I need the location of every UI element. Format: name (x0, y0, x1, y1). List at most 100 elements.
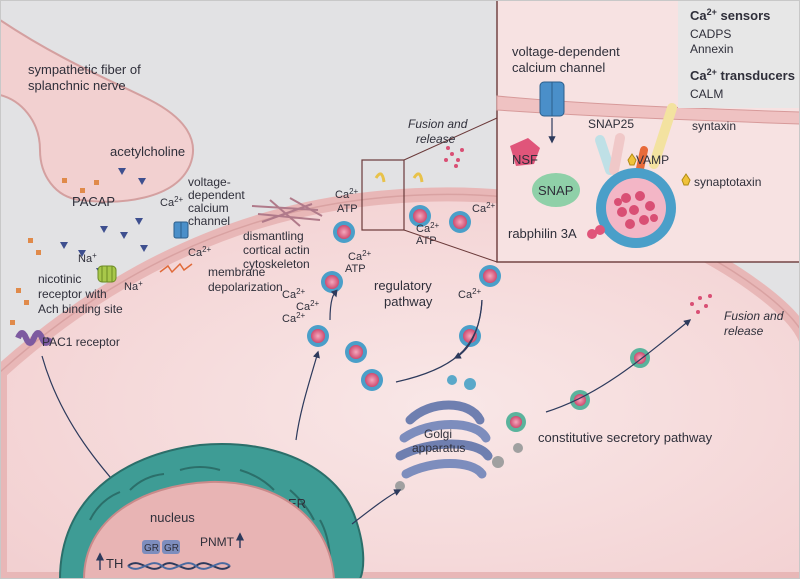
fusion-label-top-2: release (416, 132, 456, 146)
glucocorticoid-receptors (142, 540, 180, 554)
vesicle (409, 205, 431, 227)
legend-sensors-title: Ca2+ sensors (690, 7, 770, 23)
er-to-regulatory-arrow (295, 350, 320, 441)
legend-sensor-item: Annexin (690, 42, 733, 56)
snap-protein (532, 173, 580, 207)
pac1-label: PAC1 receptor (42, 335, 120, 349)
er-to-golgi-arrow (351, 489, 402, 525)
nsf-label: NSF (512, 152, 538, 167)
regulatory-vesicles (307, 205, 501, 391)
legend-sensor-item: CADPS (690, 27, 731, 41)
acetylcholine-label: acetylcholine (110, 144, 185, 159)
golgi-apparatus (395, 375, 523, 491)
vdcc-label-1: voltage- (188, 175, 231, 189)
magnify-line-bottom (403, 229, 498, 263)
golgi-label-1: Golgi (424, 427, 452, 441)
ca-label-e: Ca2+ (282, 311, 306, 325)
nerve-fiber (0, 18, 195, 203)
th-label: TH (106, 556, 123, 571)
regulatory-label-1: regulatory (374, 278, 432, 293)
released-granules-top (444, 146, 464, 168)
regulatory-arrow-1 (329, 289, 338, 321)
regulatory-label-2: pathway (384, 294, 433, 309)
legend-transducers-title: Ca2+ transducers (690, 67, 795, 83)
membrane-label-2: depolarization (208, 280, 283, 294)
vamp-label: VAMP (636, 153, 669, 167)
dismantling-label-3: cytoskeleton (243, 257, 310, 271)
ca-label-inside: Ca2+ (188, 245, 212, 259)
vesicle (570, 390, 590, 410)
ca-label-h: Ca2+ (458, 287, 482, 301)
ca-label-outside: Ca2+ (160, 195, 184, 209)
vesicle (345, 341, 367, 363)
synaptotagmin-stars (627, 153, 691, 186)
rabphilin-protein (587, 225, 605, 239)
nsf-protein (510, 138, 540, 166)
nucleus (82, 480, 336, 579)
vesicle (506, 412, 526, 432)
nicotinic-receptor (97, 265, 117, 283)
golgi-label-2: apparatus (412, 441, 465, 455)
membrane-label-1: membrane (208, 265, 266, 279)
fusion-label-right-1: Fusion and (724, 309, 784, 323)
legend-box (678, 0, 800, 108)
fusion-label-top-1: Fusion and (408, 117, 468, 131)
ca-label-a: Ca2+ (335, 187, 359, 201)
nucleus-label: nucleus (150, 510, 195, 525)
nicotinic-label-3: Ach binding site (38, 302, 123, 316)
ca-label-c: Ca2+ (282, 287, 306, 301)
atp-label-f: ATP (416, 235, 437, 247)
nerve-label-2: splanchnic nerve (28, 78, 126, 93)
snare-complex (595, 103, 677, 182)
inset-vdcc-label-2: calcium channel (512, 60, 605, 75)
rabphilin-label: rabphilin 3A (508, 226, 577, 241)
constitutive-arrow (545, 319, 692, 413)
pac1-receptor (15, 330, 53, 346)
nicotinic-label-2: receptor with (38, 287, 107, 301)
vdcc-label-3: calcium (188, 201, 229, 215)
na-label-bottom: Na+ (124, 279, 143, 293)
depolarization-zigzag (159, 262, 193, 274)
snap25-label: SNAP25 (588, 117, 634, 131)
vdcc-label-4: channel (188, 214, 230, 228)
nicotinic-label-1: nicotinic (38, 272, 81, 286)
vesicle (321, 271, 343, 293)
nerve-label-1: sympathetic fiber of (28, 62, 141, 77)
docked-vesicle (596, 168, 676, 248)
na-label-top: Na+ (78, 251, 97, 265)
inset-vdcc-label-1: voltage-dependent (512, 44, 620, 59)
pacap-label: PACAP (72, 194, 115, 209)
pacap-molecules (10, 178, 99, 325)
snap-label: SNAP (538, 183, 573, 198)
ca-label-d: Ca2+ (296, 299, 320, 313)
calcium-channel (173, 221, 189, 239)
dna-strand (127, 562, 231, 570)
ca-label-g: Ca2+ (472, 201, 496, 215)
vdcc-label-2: dependent (188, 188, 245, 202)
gr-label-2: GR (164, 543, 179, 554)
released-granules-right (690, 294, 712, 314)
inset-membrane (496, 95, 800, 125)
atp-label-b: ATP (345, 263, 366, 275)
legend-transducer-item: CALM (690, 87, 723, 101)
vesicle (449, 211, 471, 233)
gr-label-1: GR (144, 543, 159, 554)
plasma-membrane (0, 193, 800, 373)
pnmt-label: PNMT (200, 535, 235, 549)
magnified-region-box (361, 159, 405, 231)
actin-filaments (251, 197, 323, 227)
docking-proteins (374, 172, 424, 183)
vesicle (307, 325, 329, 347)
fusion-label-right-2: release (724, 324, 764, 338)
inset-calcium-channel (539, 81, 565, 117)
constitutive-label: constitutive secretory pathway (538, 430, 713, 445)
ca-label-b: Ca2+ (348, 249, 372, 263)
vesicle (479, 265, 501, 287)
syntaxin-label: syntaxin (692, 119, 736, 133)
dismantling-label-2: cortical actin (243, 243, 310, 257)
ca-label-f: Ca2+ (416, 221, 440, 235)
atp-label-a: ATP (337, 203, 358, 215)
vesicle (333, 221, 355, 243)
